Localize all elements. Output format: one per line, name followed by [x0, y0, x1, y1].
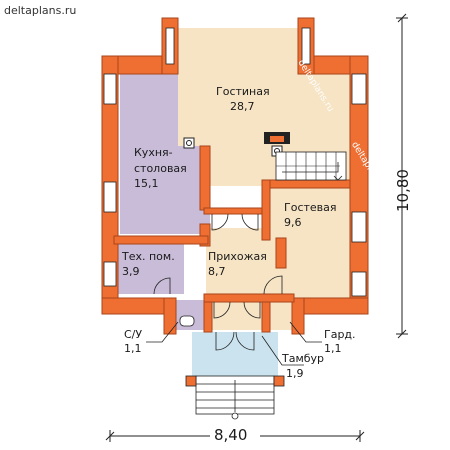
window-left-3	[103, 261, 117, 287]
vestibule-area: 1,9	[286, 367, 304, 380]
doors	[153, 213, 283, 351]
tech-room-area: 3,9	[122, 265, 140, 278]
hallway-area: 8,7	[208, 265, 226, 278]
wc-name: С/У	[124, 328, 142, 341]
tech-room-floor	[114, 238, 184, 294]
dimension-height	[396, 13, 408, 339]
vestibule-name: Тамбур	[281, 352, 324, 365]
living-room-area: 28,7	[230, 100, 255, 113]
window-top-left	[165, 27, 175, 65]
windows	[103, 27, 367, 297]
kitchen-name-line1: Кухня-	[134, 146, 173, 159]
kitchen-name-line2: столовая	[134, 162, 187, 175]
hallway-floor	[206, 228, 286, 298]
tech-room-name: Тех. пом.	[121, 250, 175, 263]
wardrobe-area: 1,1	[324, 342, 342, 355]
porch-floor	[192, 332, 278, 376]
guest-room-area: 9,6	[284, 216, 302, 229]
staircase	[275, 151, 347, 181]
kitchen-floor	[120, 56, 210, 234]
entrance-steps	[185, 375, 285, 420]
svg-text:deltaplans.ru: deltaplans.ru	[399, 225, 439, 280]
hallway-name: Прихожая	[208, 250, 267, 263]
site-url: deltaplans.ru	[4, 4, 76, 17]
wc-area: 1,1	[124, 342, 142, 355]
fireplace-hearth	[270, 136, 284, 142]
boiler-symbol	[183, 137, 195, 149]
interior-walls	[113, 145, 351, 333]
window-left-2	[103, 181, 117, 213]
window-top-right	[301, 27, 311, 65]
kitchen-area: 15,1	[134, 177, 159, 190]
toilet-symbol	[179, 315, 195, 327]
wardrobe-name: Гард.	[324, 328, 356, 341]
vestibule-floor	[212, 300, 264, 330]
window-right-3	[351, 271, 367, 297]
dimension-width-label: 8,40	[214, 426, 247, 444]
guest-room-floor	[262, 186, 350, 298]
leader-lines	[146, 321, 322, 366]
guest-room-name: Гостевая	[284, 201, 337, 214]
window-left-1	[103, 73, 117, 105]
window-right-2	[351, 211, 367, 243]
dimension-height-label: 10,80	[394, 169, 412, 212]
window-right-1	[351, 73, 367, 105]
living-room-name: Гостиная	[216, 85, 270, 98]
